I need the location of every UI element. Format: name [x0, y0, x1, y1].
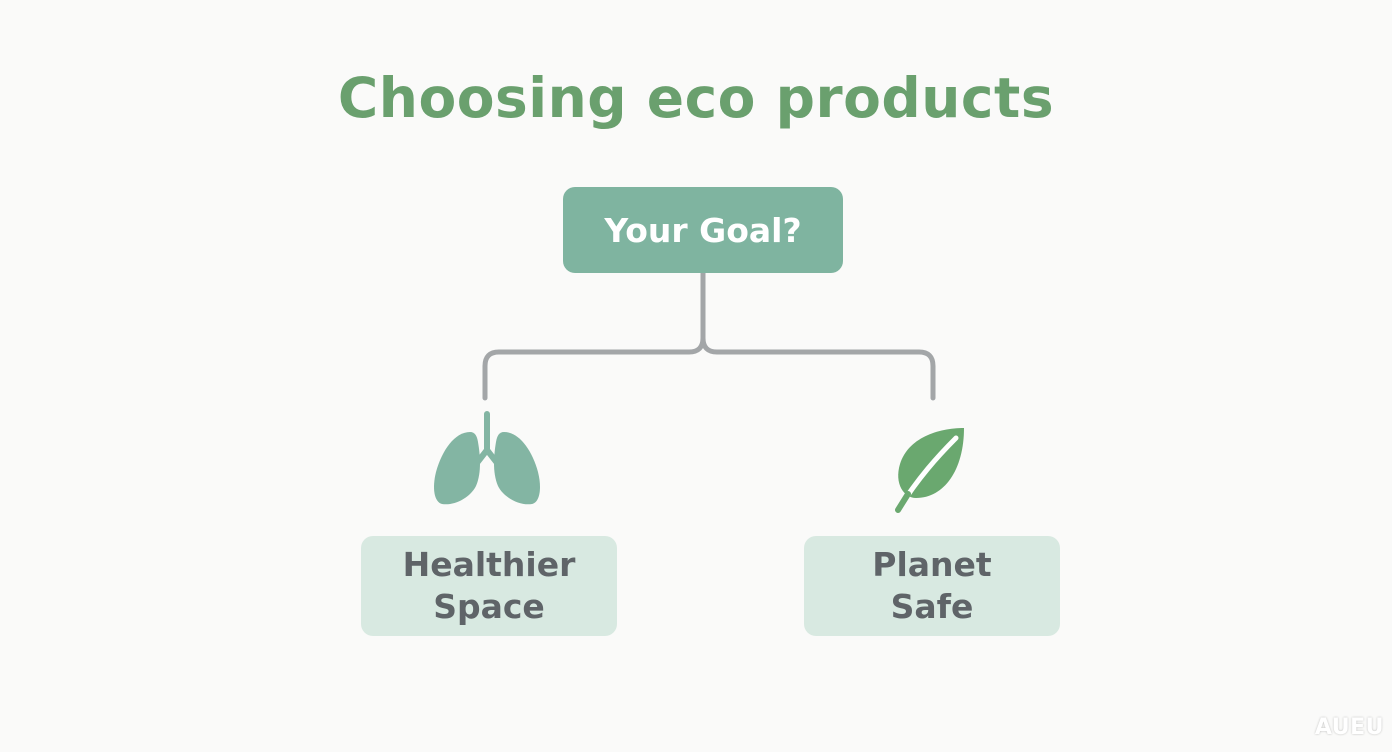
healthier-space-node: Healthier Space: [361, 536, 617, 636]
goal-node-label: Your Goal?: [604, 210, 802, 250]
planet-safe-node: Planet Safe: [804, 536, 1060, 636]
goal-node: Your Goal?: [563, 187, 843, 273]
healthier-space-line2: Space: [433, 587, 545, 626]
page-title: Choosing eco products: [337, 66, 1055, 130]
connector-lines: [482, 270, 936, 401]
planet-safe-line1: Planet: [872, 545, 992, 584]
watermark: AUEU: [1314, 715, 1384, 740]
healthier-space-line1: Healthier: [402, 545, 576, 584]
planet-safe-line2: Safe: [890, 587, 974, 626]
leaf-icon: [890, 424, 974, 514]
lungs-icon: [430, 410, 544, 510]
